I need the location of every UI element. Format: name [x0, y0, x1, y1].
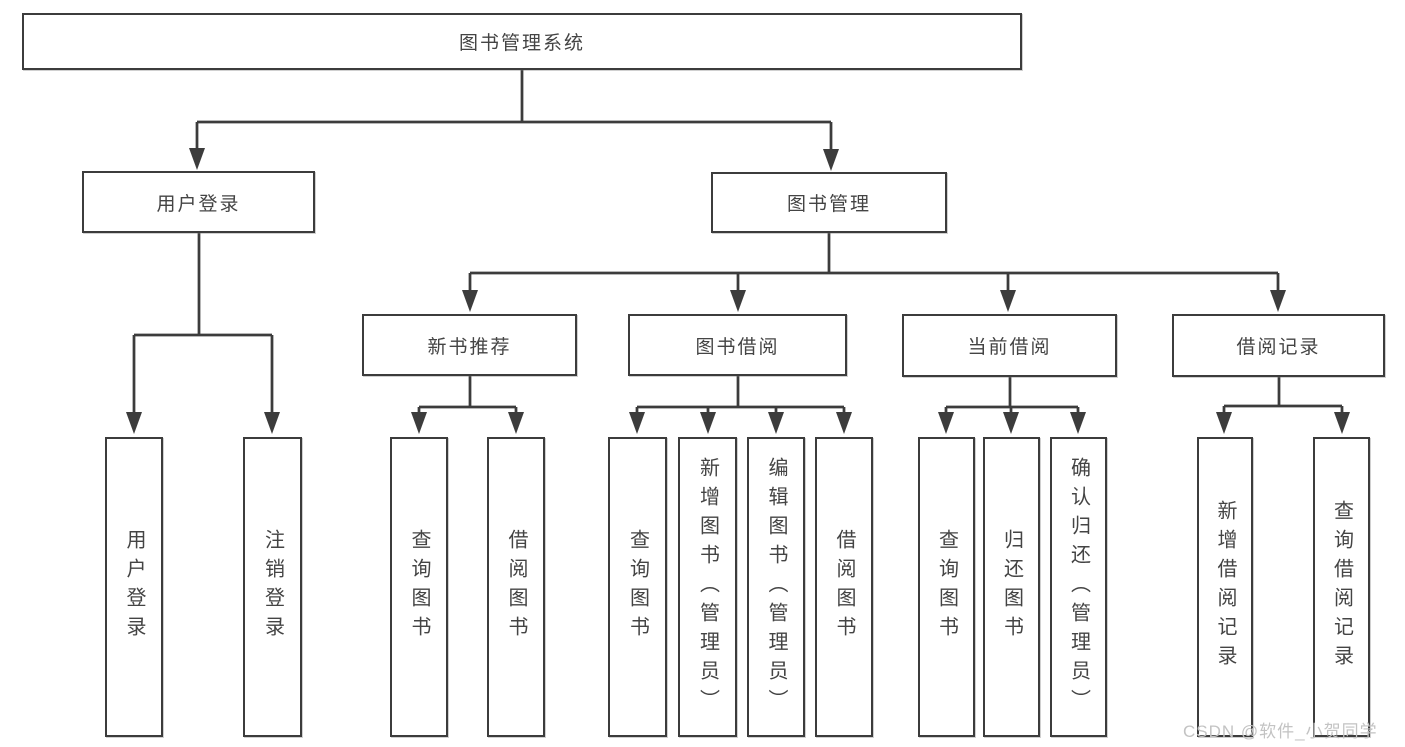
- node-label: 用户登录: [123, 529, 145, 645]
- leaf-query-books-3: 查询图书: [918, 437, 975, 737]
- node-new-book-recommend: 新书推荐: [362, 314, 577, 376]
- node-root: 图书管理系统: [22, 13, 1022, 70]
- node-label: 当前借阅: [967, 337, 1052, 358]
- leaf-add-borrow-record: 新增借阅记录: [1197, 437, 1253, 737]
- node-label: 借阅图书: [505, 529, 527, 645]
- node-user-login: 用户登录: [82, 171, 315, 233]
- leaf-query-books-2: 查询图书: [608, 437, 667, 737]
- leaf-query-books-1: 查询图书: [390, 437, 448, 737]
- leaf-logout: 注销登录: [243, 437, 302, 737]
- node-label: 查询图书: [935, 529, 958, 645]
- node-label: 新增借阅记录: [1214, 500, 1236, 674]
- leaf-query-borrow-record: 查询借阅记录: [1313, 437, 1370, 737]
- node-label: 注销登录: [261, 529, 284, 645]
- leaf-edit-books-admin: 编辑图书（管理员）: [747, 437, 805, 737]
- node-borrow-records: 借阅记录: [1172, 314, 1385, 377]
- leaf-user-login: 用户登录: [105, 437, 163, 737]
- node-label: 图书管理系统: [458, 33, 585, 54]
- node-label: 新增图书（管理员）: [696, 456, 719, 718]
- node-book-borrow: 图书借阅: [628, 314, 847, 376]
- node-label: 查询图书: [626, 529, 649, 645]
- node-label: 借阅记录: [1236, 337, 1321, 358]
- node-label: 图书管理: [786, 194, 871, 215]
- node-label: 用户登录: [156, 193, 241, 215]
- leaf-add-books-admin: 新增图书（管理员）: [678, 437, 737, 737]
- node-label: 确认归还（管理员）: [1067, 456, 1090, 718]
- leaf-borrow-books-1: 借阅图书: [487, 437, 545, 737]
- node-label: 编辑图书（管理员）: [765, 456, 787, 718]
- csdn-watermark: CSDN @软件_小贺同学: [1183, 722, 1378, 741]
- node-label: 借阅图书: [833, 529, 855, 645]
- node-current-borrow: 当前借阅: [902, 314, 1117, 377]
- leaf-return-books: 归还图书: [983, 437, 1040, 737]
- node-label: 新书推荐: [427, 336, 512, 358]
- node-label: 归还图书: [1000, 529, 1023, 645]
- node-label: 图书借阅: [695, 336, 780, 358]
- node-book-management: 图书管理: [711, 172, 947, 233]
- leaf-confirm-return-admin: 确认归还（管理员）: [1050, 437, 1107, 737]
- node-label: 查询借阅记录: [1330, 500, 1353, 674]
- node-label: 查询图书: [408, 529, 430, 645]
- leaf-borrow-books-2: 借阅图书: [815, 437, 873, 737]
